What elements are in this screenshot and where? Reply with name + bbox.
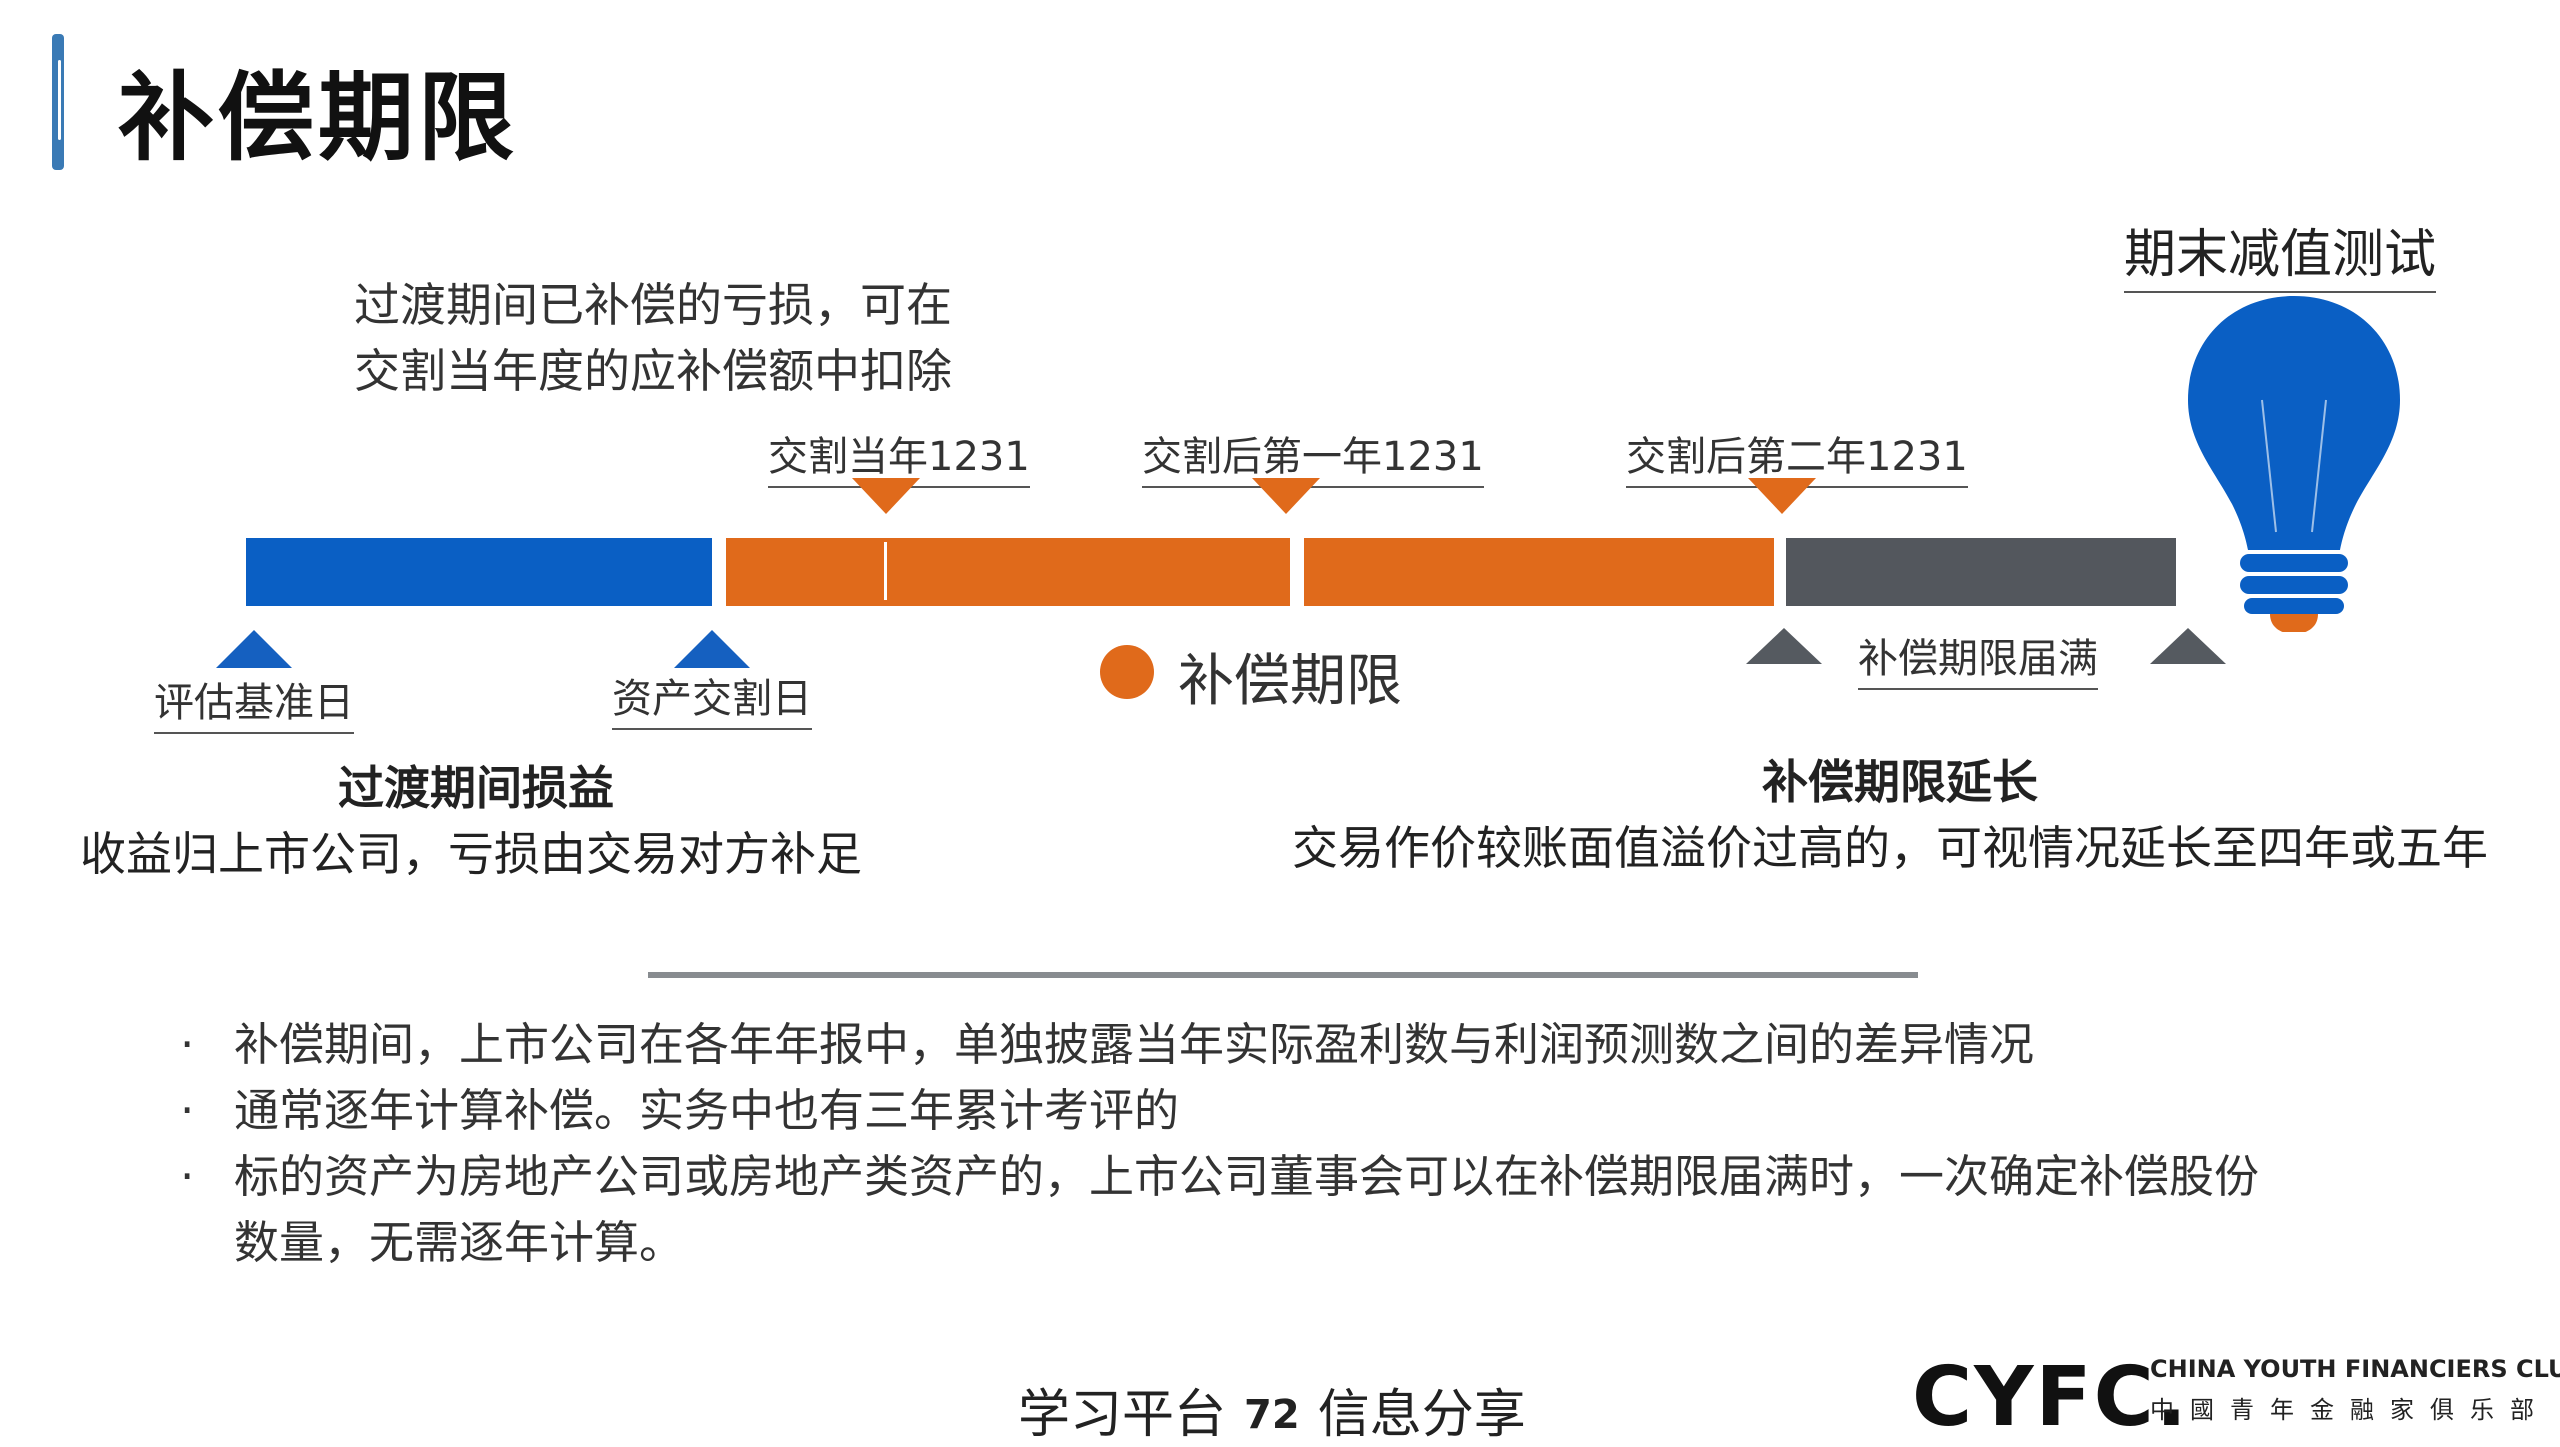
note-line-2: 交割当年度的应补偿额中扣除 <box>354 344 952 398</box>
footer-left-text: 学习平台 <box>1018 1385 1227 1445</box>
label-period-expiry: 补偿期限届满 <box>1858 626 2098 690</box>
bullet-item: · 通常逐年计算补偿。实务中也有三年累计考评的 <box>180 1078 2280 1144</box>
marker-delivery-date <box>674 630 750 668</box>
logo-english-name: CHINA YOUTH FINANCIERS CLUB <box>2150 1355 2560 1383</box>
bullet-list: · 补偿期间，上市公司在各年年报中，单独披露当年实际盈利数与利润预测数之间的差异… <box>180 1012 2280 1276</box>
transition-note: 过渡期间已补偿的亏损，可在 交割当年度的应补偿额中扣除 <box>354 272 952 404</box>
segment-compensation-year-2 <box>1304 538 1774 606</box>
bullet-item: · 标的资产为房地产公司或房地产类资产的，上市公司董事会可以在补偿期限届满时，一… <box>180 1144 2314 1276</box>
legend-label: 补偿期限 <box>1178 649 1402 714</box>
bullet-text: 标的资产为房地产公司或房地产类资产的，上市公司董事会可以在补偿期限届满时，一次确… <box>234 1150 2260 1269</box>
extension-text: 交易作价较账面值溢价过高的，可视情况延长至四年或五年 <box>1292 821 2488 875</box>
page-title: 补偿期限 <box>118 62 518 174</box>
page-number: 72 <box>1244 1392 1300 1438</box>
legend-dot <box>1100 645 1154 699</box>
segment-tick <box>884 542 887 600</box>
bullet-mark: · <box>180 1084 195 1137</box>
bullet-text: 通常逐年计算补偿。实务中也有三年累计考评的 <box>234 1084 1180 1137</box>
bullet-mark: · <box>180 1018 195 1071</box>
label-delivery-date: 资产交割日 <box>612 666 812 730</box>
bullet-item: · 补偿期间，上市公司在各年年报中，单独披露当年实际盈利数与利润预测数之间的差异… <box>180 1012 2280 1078</box>
end-impairment-test-label: 期末减值测试 <box>2124 212 2437 293</box>
note-line-1: 过渡期间已补偿的亏损，可在 <box>354 278 952 332</box>
transition-pl-heading: 过渡期间损益 <box>338 761 614 815</box>
marker-first-year <box>1252 478 1320 514</box>
marker-extension-end <box>2150 628 2226 664</box>
extension-heading: 补偿期限延长 <box>1762 755 2038 809</box>
logo-chinese-name: 中國青年金融家俱乐部 <box>2150 1396 2550 1424</box>
footer-right-text: 信息分享 <box>1317 1385 1526 1445</box>
segment-extension <box>1786 538 2176 606</box>
transition-pl-text: 收益归上市公司，亏损由交易对方补足 <box>80 827 862 881</box>
title-accent-highlight <box>58 60 61 140</box>
marker-delivery-year <box>852 478 920 514</box>
label-valuation-date: 评估基准日 <box>154 670 354 734</box>
footer: 学习平台 72 信息分享 <box>1018 1372 1526 1447</box>
marker-extension-start <box>1746 628 1822 664</box>
marker-second-year <box>1748 478 1816 514</box>
lightbulb-icon <box>2188 296 2400 632</box>
bullet-text: 补偿期间，上市公司在各年年报中，单独披露当年实际盈利数与利润预测数之间的差异情况 <box>234 1018 2035 1071</box>
section-divider <box>648 972 1918 978</box>
marker-valuation-date <box>216 630 292 668</box>
bullet-mark: · <box>180 1150 195 1203</box>
segment-compensation-year-1 <box>726 538 1290 606</box>
segment-pre-delivery <box>246 538 712 606</box>
cyfc-logo: CYFC. <box>1912 1350 2189 1445</box>
